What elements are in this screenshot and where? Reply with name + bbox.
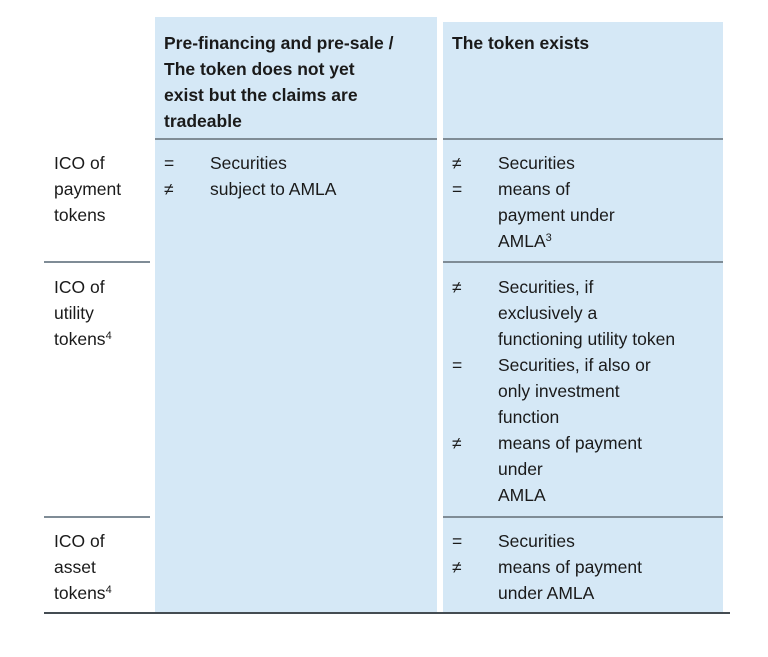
row-label-payment-tokens: ICO of payment tokens [54, 150, 121, 228]
header-line: The token does not yet [164, 59, 355, 79]
entry: ≠ Securities, if exclusively a functioni… [452, 274, 720, 352]
entry-line: Securities, if [498, 277, 594, 297]
footnote-marker: 4 [105, 330, 112, 342]
table-bottom-rule [44, 612, 730, 614]
payment-tokens-prefinancing-cell: = Securities ≠ subject to AMLA [164, 150, 434, 202]
entry-line: functioning utility token [498, 329, 676, 349]
entry: = means of payment under AMLA3 [452, 176, 720, 254]
entry-line: AMLA [498, 485, 546, 505]
entry: ≠ means of payment under AMLA [452, 554, 720, 606]
entry-line: payment under [498, 205, 615, 225]
row-label-line: ICO of [54, 531, 105, 551]
row-label-line: tokens4 [54, 326, 112, 352]
entry-line: function [498, 407, 560, 427]
entry-text: Securities [210, 153, 287, 173]
entry-line: under [498, 459, 543, 479]
row-label-asset-tokens: ICO of asset tokens4 [54, 528, 112, 606]
not-equals-symbol: ≠ [164, 179, 174, 199]
entry: = Securities, if also or only investment… [452, 352, 720, 430]
not-equals-symbol: ≠ [452, 277, 462, 297]
not-equals-symbol: ≠ [452, 153, 462, 173]
header-line: tradeable [164, 111, 242, 131]
entry-line-text: AMLA [498, 231, 546, 251]
header-divider-col2 [443, 138, 723, 140]
row-label-line: payment [54, 179, 122, 199]
row-label-utility-tokens: ICO of utility tokens4 [54, 274, 112, 352]
row-label-line-text: tokens [54, 583, 106, 603]
row-divider-label [44, 261, 150, 263]
equals-symbol: = [452, 179, 463, 199]
column-prefinancing-background [155, 17, 437, 613]
payment-tokens-exists-cell: ≠ Securities = means of payment under AM… [452, 150, 720, 254]
row-label-line: tokens [54, 205, 106, 225]
entry-line: Securities, if also or [498, 355, 651, 375]
entry: = Securities [164, 150, 434, 176]
entry-text: Securities [498, 531, 575, 551]
entry-text: Securities, if exclusively a functioning… [498, 274, 720, 352]
header-divider-col1 [155, 138, 437, 140]
row-divider-label [44, 516, 150, 518]
entry-text: Securities, if also or only investment f… [498, 352, 720, 430]
equals-symbol: = [452, 355, 463, 375]
entry: = Securities [452, 528, 720, 554]
row-label-line: ICO of [54, 277, 105, 297]
equals-symbol: = [164, 153, 175, 173]
header-token-exists: The token exists [452, 33, 590, 53]
entry-line: exclusively a [498, 303, 598, 323]
row-label-line: ICO of [54, 153, 105, 173]
entry-line: under AMLA [498, 583, 595, 603]
entry-text: means of payment under AMLA3 [498, 176, 720, 254]
entry: ≠ Securities [452, 150, 720, 176]
utility-tokens-exists-cell: ≠ Securities, if exclusively a functioni… [452, 274, 720, 508]
footnote-marker: 4 [105, 584, 112, 596]
entry-line: means of [498, 179, 570, 199]
entry-line: means of payment [498, 557, 642, 577]
row-label-line: asset [54, 557, 96, 577]
row-label-line: utility [54, 303, 94, 323]
entry-line: only investment [498, 381, 620, 401]
header-line: Pre-financing and pre-sale / [164, 33, 394, 53]
not-equals-symbol: ≠ [452, 433, 462, 453]
equals-symbol: = [452, 531, 463, 551]
entry-line: means of payment [498, 433, 642, 453]
entry-text: means of payment under AMLA [498, 430, 720, 508]
header-line: exist but the claims are [164, 85, 358, 105]
column-token-exists-background [443, 22, 723, 613]
row-label-line-text: tokens [54, 329, 106, 349]
not-equals-symbol: ≠ [452, 557, 462, 577]
entry: ≠ means of payment under AMLA [452, 430, 720, 508]
asset-tokens-exists-cell: = Securities ≠ means of payment under AM… [452, 528, 720, 606]
footnote-marker: 3 [545, 232, 552, 244]
row-divider-col2 [443, 261, 723, 263]
header-prefinancing: Pre-financing and pre-sale / The token d… [164, 30, 434, 134]
row-label-line: tokens4 [54, 580, 112, 606]
row-divider-col2 [443, 516, 723, 518]
entry-text: means of payment under AMLA [498, 554, 720, 606]
entry-text: Securities [498, 153, 575, 173]
entry-text: subject to AMLA [210, 179, 337, 199]
entry: ≠ subject to AMLA [164, 176, 434, 202]
entry-line: AMLA3 [498, 228, 720, 254]
